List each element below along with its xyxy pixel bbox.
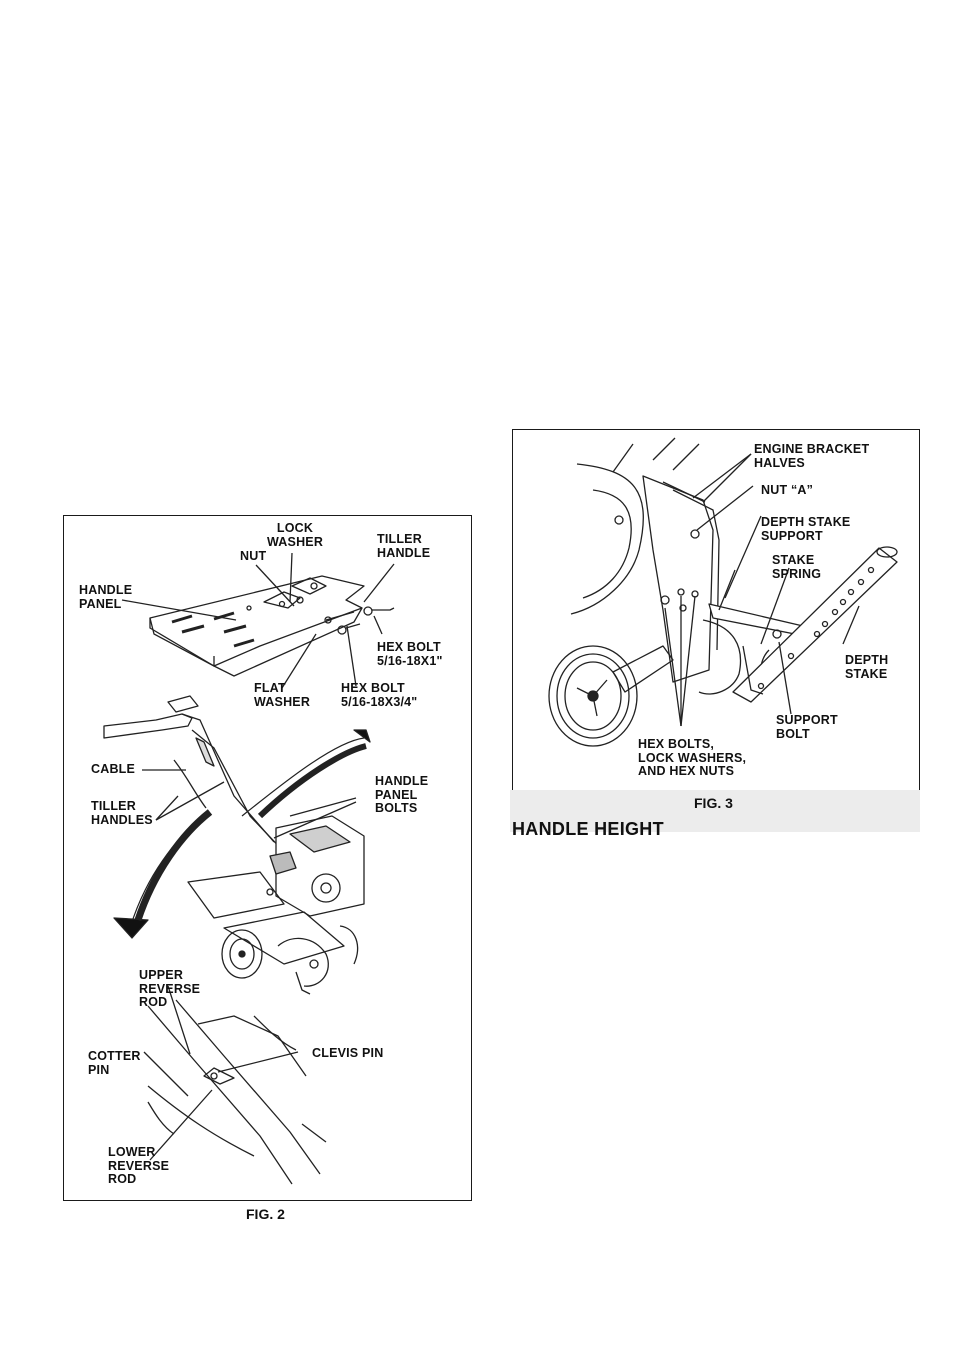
label-tiller-handle: TILLER HANDLE (377, 532, 431, 560)
label-stake-spring: STAKE SPRING (772, 553, 822, 581)
tiller-drawing (103, 695, 365, 995)
fig3-frame: ENGINE BRACKET HALVES NUT “A” DEPTH STAK… (512, 429, 920, 791)
label-flat-washer: FLAT WASHER (254, 681, 311, 709)
label-hex-bolt-1: HEX BOLT 5/16-18X1" (377, 640, 443, 668)
fig2-caption: FIG. 2 (246, 1206, 285, 1222)
label-hex-bolts: HEX BOLTS, LOCK WASHERS, AND HEX NUTS (638, 737, 747, 778)
fig3-caption-band (510, 790, 920, 832)
label-cable: CABLE (91, 762, 136, 776)
label-lower-reverse-rod: LOWER REVERSE ROD (108, 1145, 170, 1186)
label-nut: NUT (240, 549, 267, 563)
label-cotter-pin: COTTER PIN (88, 1049, 141, 1077)
label-lock-washer: LOCK WASHER (267, 521, 324, 549)
label-handle-panel: HANDLE PANEL (79, 583, 133, 611)
label-clevis-pin: CLEVIS PIN (312, 1046, 384, 1060)
label-engine-bracket-halves: ENGINE BRACKET HALVES (754, 442, 870, 470)
label-upper-reverse-rod: UPPER REVERSE ROD (139, 968, 201, 1009)
fig3-illustration (548, 437, 898, 747)
label-hex-bolt-2: HEX BOLT 5/16-18X3/4" (341, 681, 418, 709)
section-heading: HANDLE HEIGHT (512, 819, 664, 839)
label-handle-panel-bolts: HANDLE PANEL BOLTS (375, 774, 429, 815)
label-depth-stake-support: DEPTH STAKE SUPPORT (761, 515, 851, 543)
fig2-illustration (103, 552, 395, 1185)
label-support-bolt: SUPPORT BOLT (776, 713, 838, 741)
label-depth-stake: DEPTH STAKE (845, 653, 889, 681)
fig2-frame: NUT LOCK WASHER TILLER HANDLE HANDLE PAN… (63, 515, 472, 1201)
fig3-caption: FIG. 3 (694, 795, 733, 811)
label-tiller-handles: TILLER HANDLES (91, 799, 153, 827)
handle-panel-drawing (149, 575, 395, 677)
label-nut-a: NUT “A” (761, 483, 814, 497)
reverse-rod-drawing (147, 999, 327, 1185)
